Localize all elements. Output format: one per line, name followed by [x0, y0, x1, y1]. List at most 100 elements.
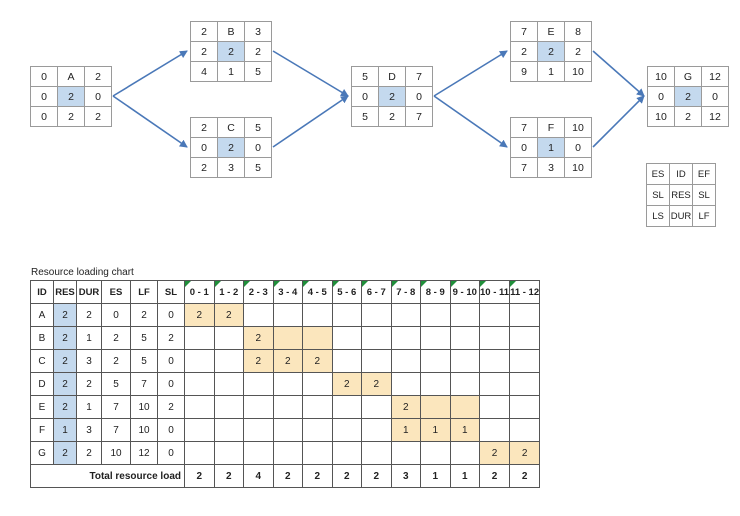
arrow-f-to-g — [592, 95, 645, 148]
node-d-ef: 7 — [405, 66, 433, 87]
cell-load-period-7: 2 — [361, 372, 392, 396]
cell-load-period-2 — [213, 349, 244, 373]
cell-id: A — [30, 303, 54, 327]
header-period-6: 5 - 6 — [331, 280, 362, 304]
cell-load-period-8 — [390, 349, 421, 373]
cell-load-period-12 — [509, 395, 541, 419]
cell-dur: 2 — [76, 372, 102, 396]
node-f-es: 7 — [510, 117, 538, 138]
cell-id: E — [30, 395, 54, 419]
cell-load-period-12 — [509, 372, 541, 396]
cell-lf: 7 — [130, 372, 158, 396]
cell-es: 5 — [101, 372, 131, 396]
node-g-ef: 12 — [701, 66, 729, 87]
legend-es: ES — [646, 163, 670, 185]
cell-lf: 10 — [130, 418, 158, 442]
cell-sl: 0 — [157, 303, 185, 327]
node-b-id: B — [217, 21, 245, 42]
node-f-sl: 0 — [564, 137, 592, 158]
arrow-d-to-e — [433, 50, 508, 97]
cell-load-period-1 — [184, 441, 215, 465]
node-a-res: 2 — [57, 86, 85, 107]
cell-load-period-3 — [243, 395, 274, 419]
cell-load-period-8 — [390, 372, 421, 396]
cell-load-period-1 — [184, 349, 215, 373]
cell-load-period-11 — [478, 349, 511, 373]
cell-load-period-3 — [243, 441, 274, 465]
cell-es: 7 — [101, 395, 131, 419]
cell-sl: 2 — [157, 395, 185, 419]
cell-load-period-8 — [390, 326, 421, 350]
total-period-8: 3 — [390, 464, 421, 488]
total-period-1: 2 — [184, 464, 215, 488]
header-dur: DUR — [76, 280, 102, 304]
cell-load-period-6 — [331, 349, 362, 373]
cell-res: 2 — [53, 395, 77, 419]
node-c-dur: 3 — [217, 157, 245, 178]
cell-lf: 5 — [130, 326, 158, 350]
cell-load-period-5: 2 — [302, 349, 333, 373]
node-a-ef: 2 — [84, 66, 112, 87]
cell-load-period-4 — [272, 303, 303, 327]
cell-sl: 2 — [157, 326, 185, 350]
header-period-4: 3 - 4 — [272, 280, 303, 304]
header-period-12: 11 - 12 — [509, 280, 541, 304]
cell-load-period-10 — [449, 349, 480, 373]
node-f-res: 1 — [537, 137, 565, 158]
cell-load-period-4 — [272, 395, 303, 419]
cell-es: 2 — [101, 326, 131, 350]
node-d-sl: 0 — [405, 86, 433, 107]
cell-load-period-6 — [331, 418, 362, 442]
cell-load-period-9 — [420, 303, 451, 327]
cell-load-period-4 — [272, 326, 303, 350]
cell-dur: 2 — [76, 303, 102, 327]
legend-lf: LF — [692, 205, 716, 227]
total-period-12: 2 — [509, 464, 541, 488]
node-f-lf: 10 — [564, 157, 592, 178]
cell-load-period-7 — [361, 349, 392, 373]
cell-load-period-3 — [243, 372, 274, 396]
arrow-d-to-f — [433, 95, 508, 148]
cell-load-period-10: 1 — [449, 418, 480, 442]
cell-res: 1 — [53, 418, 77, 442]
legend-id: ID — [669, 163, 693, 185]
node-b-lf: 5 — [244, 61, 272, 82]
cell-load-period-5 — [302, 395, 333, 419]
node-e-res: 2 — [537, 41, 565, 62]
node-d-res: 2 — [378, 86, 406, 107]
cell-load-period-7 — [361, 326, 392, 350]
cell-sl: 0 — [157, 372, 185, 396]
node-f-ls: 7 — [510, 157, 538, 178]
cell-lf: 5 — [130, 349, 158, 373]
node-d-lf: 7 — [405, 106, 433, 127]
node-c-lf: 5 — [244, 157, 272, 178]
cell-dur: 1 — [76, 326, 102, 350]
node-e-ef: 8 — [564, 21, 592, 42]
node-b-sl: 2 — [244, 41, 272, 62]
legend-dur: DUR — [669, 205, 693, 227]
cell-load-period-9 — [420, 395, 451, 419]
legend-sl-left: SL — [646, 184, 670, 206]
cell-dur: 1 — [76, 395, 102, 419]
cell-load-period-4 — [272, 418, 303, 442]
cell-load-period-5 — [302, 326, 333, 350]
node-e-ls: 9 — [510, 61, 538, 82]
legend-ls: LS — [646, 205, 670, 227]
node-e-id: E — [537, 21, 565, 42]
cell-load-period-4: 2 — [272, 349, 303, 373]
cell-load-period-6 — [331, 303, 362, 327]
node-e-es: 7 — [510, 21, 538, 42]
total-period-4: 2 — [272, 464, 303, 488]
header-sl: SL — [157, 280, 185, 304]
node-c-sl: 0 — [244, 137, 272, 158]
node-d-sl: 0 — [351, 86, 379, 107]
node-c-sl: 0 — [190, 137, 218, 158]
node-b-dur: 1 — [217, 61, 245, 82]
node-a-id: A — [57, 66, 85, 87]
